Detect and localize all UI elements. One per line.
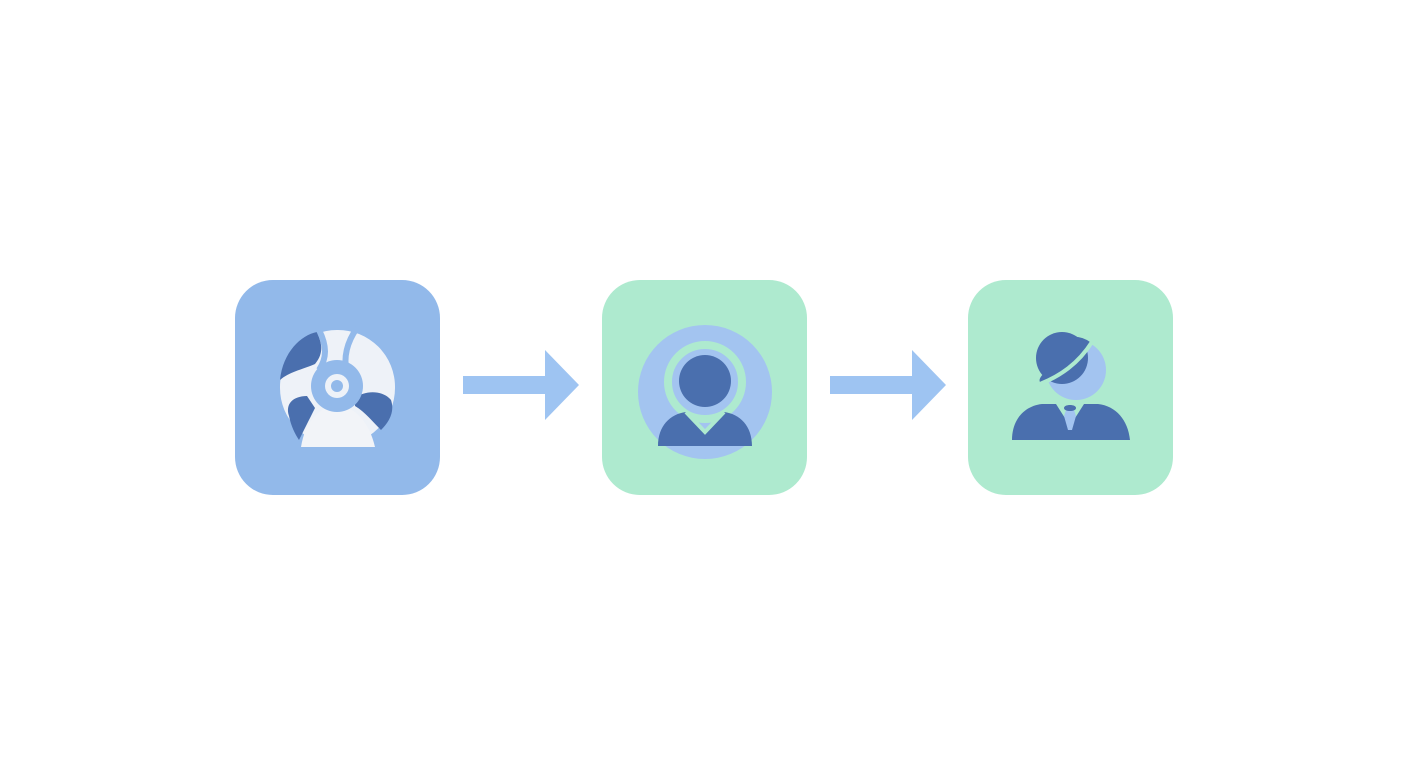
arrow-right-icon <box>830 350 946 420</box>
arrow-right-icon <box>463 350 579 420</box>
step-tile-business-person <box>968 280 1173 495</box>
network-people-icon <box>235 280 440 495</box>
user-avatar-icon <box>602 280 807 495</box>
step-tile-user <box>602 280 807 495</box>
business-person-icon <box>968 280 1173 495</box>
step-tile-network <box>235 280 440 495</box>
